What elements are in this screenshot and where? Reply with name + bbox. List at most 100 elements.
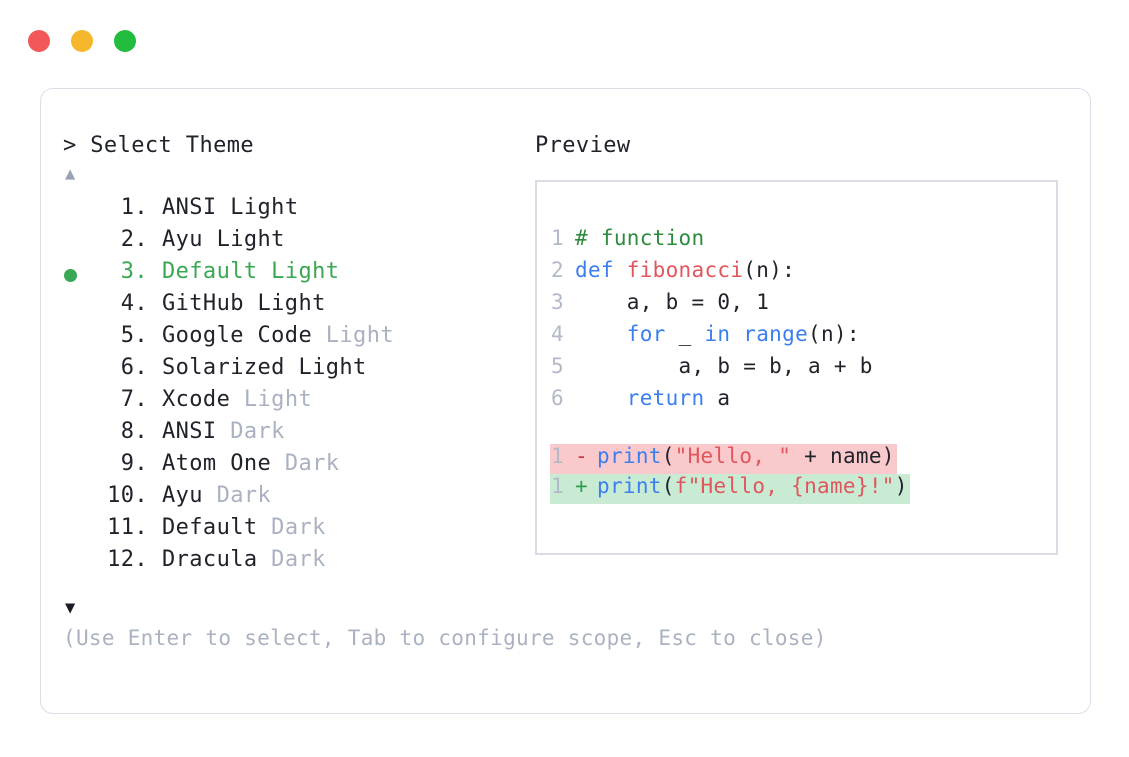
theme-item-index: 1. — [120, 195, 148, 220]
theme-list-item[interactable]: 7. Xcode Light — [63, 387, 533, 419]
code-line: 6 return a — [550, 386, 1050, 418]
scroll-up-icon[interactable]: ▲ — [65, 164, 76, 184]
diff-line-text: print("Hello, " + name) — [586, 444, 895, 468]
diff-line-number: 1 — [551, 474, 564, 498]
theme-item-index: 7. — [120, 387, 148, 412]
window-traffic-lights — [28, 30, 136, 52]
selected-bullet-icon — [63, 268, 96, 282]
code-token: range — [743, 322, 809, 346]
code-token: return — [626, 386, 718, 410]
code-line-number: 4 — [551, 322, 564, 346]
theme-item-index: 3. — [120, 259, 148, 284]
code-line-number: 5 — [551, 354, 564, 378]
diff-line-number: 1 — [551, 444, 564, 468]
theme-item-index: 11. — [107, 515, 148, 540]
code-token: (n): — [808, 322, 860, 346]
theme-list-item[interactable]: 3.Default Light — [63, 259, 533, 291]
theme-item-index: 8. — [120, 419, 148, 444]
code-line-text: for _ in range(n): — [564, 322, 860, 346]
theme-list-item[interactable]: 10.Ayu Dark — [63, 483, 533, 515]
theme-list-item[interactable]: 12. Dracula Dark — [63, 547, 533, 579]
code-token: ) — [894, 474, 908, 498]
code-line: 4 for _ in range(n): — [550, 322, 1050, 354]
theme-item-name: ANSI — [162, 195, 217, 220]
theme-item-index: 5. — [120, 323, 148, 348]
theme-item-name: Ayu — [162, 227, 203, 252]
theme-picker-card: > Select Theme ▲ 1. ANSI Light 2. Ayu Light… — [40, 88, 1091, 714]
theme-item-variant: Dark — [257, 547, 326, 572]
theme-item-variant: Dark — [216, 419, 285, 444]
theme-item-variant: Light — [312, 323, 394, 348]
theme-item-name: Default — [162, 259, 258, 284]
theme-item-index: 12. — [107, 547, 148, 572]
theme-list-item[interactable]: 8.ANSI Dark — [63, 419, 533, 451]
theme-list-item[interactable]: 2.Ayu Light — [63, 227, 533, 259]
diff-line-text: print(f"Hello, {name}!") — [586, 474, 908, 498]
keyboard-hint: (Use Enter to select, Tab to configure s… — [63, 626, 827, 650]
theme-item-variant: Light — [284, 355, 367, 380]
code-line-text: a, b = b, a + b — [564, 354, 873, 378]
preview-label: Preview — [535, 133, 631, 158]
code-token: , — [730, 290, 757, 314]
diff-line-added: 1 +print(f"Hello, {name}!") — [550, 474, 910, 504]
theme-list-item[interactable]: 6. Solarized Light — [63, 355, 533, 387]
diff-sign: + — [575, 474, 588, 498]
maximize-window-button[interactable] — [114, 30, 136, 52]
theme-item-name: Dracula — [162, 547, 258, 572]
scroll-down-icon[interactable]: ▼ — [65, 598, 76, 618]
code-token — [575, 386, 627, 410]
code-token: print — [597, 474, 662, 498]
theme-item-variant: Dark — [271, 451, 340, 476]
code-token: fibonacci — [626, 258, 744, 282]
theme-item-name: Atom One — [162, 451, 272, 476]
theme-picker-panel: > Select Theme ▲ 1. ANSI Light 2. Ayu Light… — [63, 131, 533, 621]
code-token: _ — [678, 322, 705, 346]
theme-item-variant: Light — [230, 387, 313, 412]
code-line: 3 a, b = 0, 1 — [550, 290, 1050, 322]
theme-item-index: 4. — [120, 291, 148, 316]
code-token: (n): — [743, 258, 796, 282]
code-token: ( — [661, 444, 675, 468]
theme-item-name: Default — [162, 515, 258, 540]
theme-list-item[interactable]: 4.GitHub Light — [63, 291, 533, 323]
code-token: def — [575, 258, 627, 282]
code-line-number: 6 — [551, 386, 564, 410]
code-token: print — [597, 444, 662, 468]
code-token: for — [626, 322, 679, 346]
minimize-window-button[interactable] — [71, 30, 93, 52]
code-token: # function — [575, 226, 705, 250]
code-token: a — [717, 386, 731, 410]
theme-item-name: Google Code — [162, 323, 313, 348]
close-window-button[interactable] — [28, 30, 50, 52]
code-line-number: 1 — [551, 226, 564, 250]
theme-item-variant: Dark — [202, 483, 272, 508]
code-token: a, b = — [575, 290, 718, 314]
code-token: in — [704, 322, 744, 346]
code-line-text: # function — [564, 226, 704, 250]
code-token: 0 — [717, 290, 731, 314]
code-line: 1 # function — [550, 226, 1050, 258]
theme-list-item[interactable]: 11. Default Dark — [63, 515, 533, 547]
theme-item-index: 2. — [120, 227, 148, 252]
theme-item-name: Solarized — [162, 355, 285, 380]
code-token: a, b = b, a + b — [575, 354, 873, 378]
theme-item-variant: Light — [216, 195, 299, 220]
code-blank-line — [550, 418, 1050, 444]
code-line-text: def fibonacci(n): — [564, 258, 795, 282]
theme-item-index: 6. — [120, 355, 148, 380]
theme-item-variant: Dark — [257, 515, 326, 540]
selected-bullet-icon — [64, 268, 77, 282]
code-token: f"Hello, {name}!" — [674, 474, 895, 498]
page-title: > Select Theme — [63, 133, 255, 158]
code-line-number: 3 — [551, 290, 564, 314]
code-line-text: a, b = 0, 1 — [564, 290, 769, 314]
theme-item-name: Xcode — [162, 387, 231, 412]
theme-list-item[interactable]: 1. ANSI Light — [63, 195, 533, 227]
theme-list-item[interactable]: 5. Google Code Light — [63, 323, 533, 355]
diff-sign: - — [575, 444, 588, 468]
theme-list-item[interactable]: 9.Atom One Dark — [63, 451, 533, 483]
